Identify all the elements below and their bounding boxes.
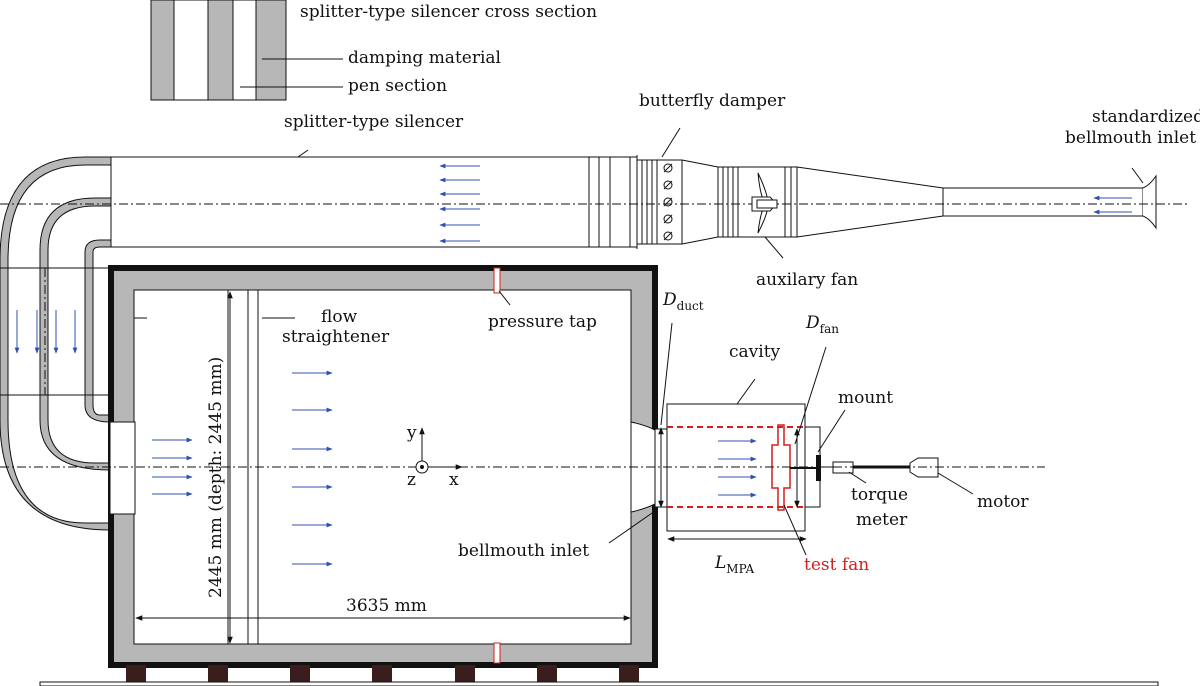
standardized-bellmouth-label-line2: bellmouth inlet: [1065, 128, 1196, 148]
test-fan-label: test fan: [804, 555, 869, 575]
torque-meter-label-line1: torque: [851, 485, 908, 505]
dimension-depth-label: 2445 mm (depth: 2445 mm): [206, 357, 226, 598]
pen-section-label: pen section: [348, 76, 447, 96]
motor-label: motor: [977, 492, 1029, 512]
flow-arrows: [14, 163, 1132, 567]
pressure-tap-label: pressure tap: [488, 312, 597, 332]
splitter-silencer-label: splitter-type silencer: [284, 112, 464, 132]
dimension-width-label: 3635 mm: [346, 596, 427, 616]
butterfly-damper-label: butterfly damper: [639, 91, 786, 111]
bellmouth-inlet-label: bellmouth inlet: [458, 541, 589, 561]
leader-lines: [262, 127, 1144, 556]
mount-label: mount: [838, 388, 893, 408]
coordinate-system: [415, 427, 463, 474]
cavity-label: cavity: [729, 342, 781, 362]
ground: [39, 681, 1159, 686]
outlet-assembly: [654, 403, 939, 532]
axis-x-label: x: [449, 470, 459, 490]
standardized-bellmouth-label-line1: standardized: [1092, 107, 1200, 127]
inset-title: splitter-type silencer cross section: [300, 2, 597, 22]
d-fan-label: Dfan: [805, 313, 839, 336]
auxiliary-fan-label: auxilary fan: [756, 270, 858, 290]
damping-material-label: damping material: [348, 48, 501, 68]
axis-z-label: z: [407, 470, 416, 490]
upper-duct: [0, 155, 1190, 249]
l-mpa-label: LMPA: [714, 553, 755, 576]
flow-straightener-label-line2: straightener: [282, 327, 390, 347]
butterfly-damper-symbols: [663, 163, 673, 241]
d-duct-label: Dduct: [662, 290, 704, 313]
auxiliary-fan-symbol: [751, 172, 778, 234]
torque-meter-label-line2: meter: [856, 510, 908, 530]
axis-y-label: y: [406, 423, 417, 443]
dimension-lines: [135, 291, 807, 644]
return-duct: [0, 156, 112, 531]
support-feet: [126, 665, 639, 682]
flow-straightener-label-line1: flow: [321, 307, 358, 327]
inset-cross-section: [150, 0, 343, 101]
